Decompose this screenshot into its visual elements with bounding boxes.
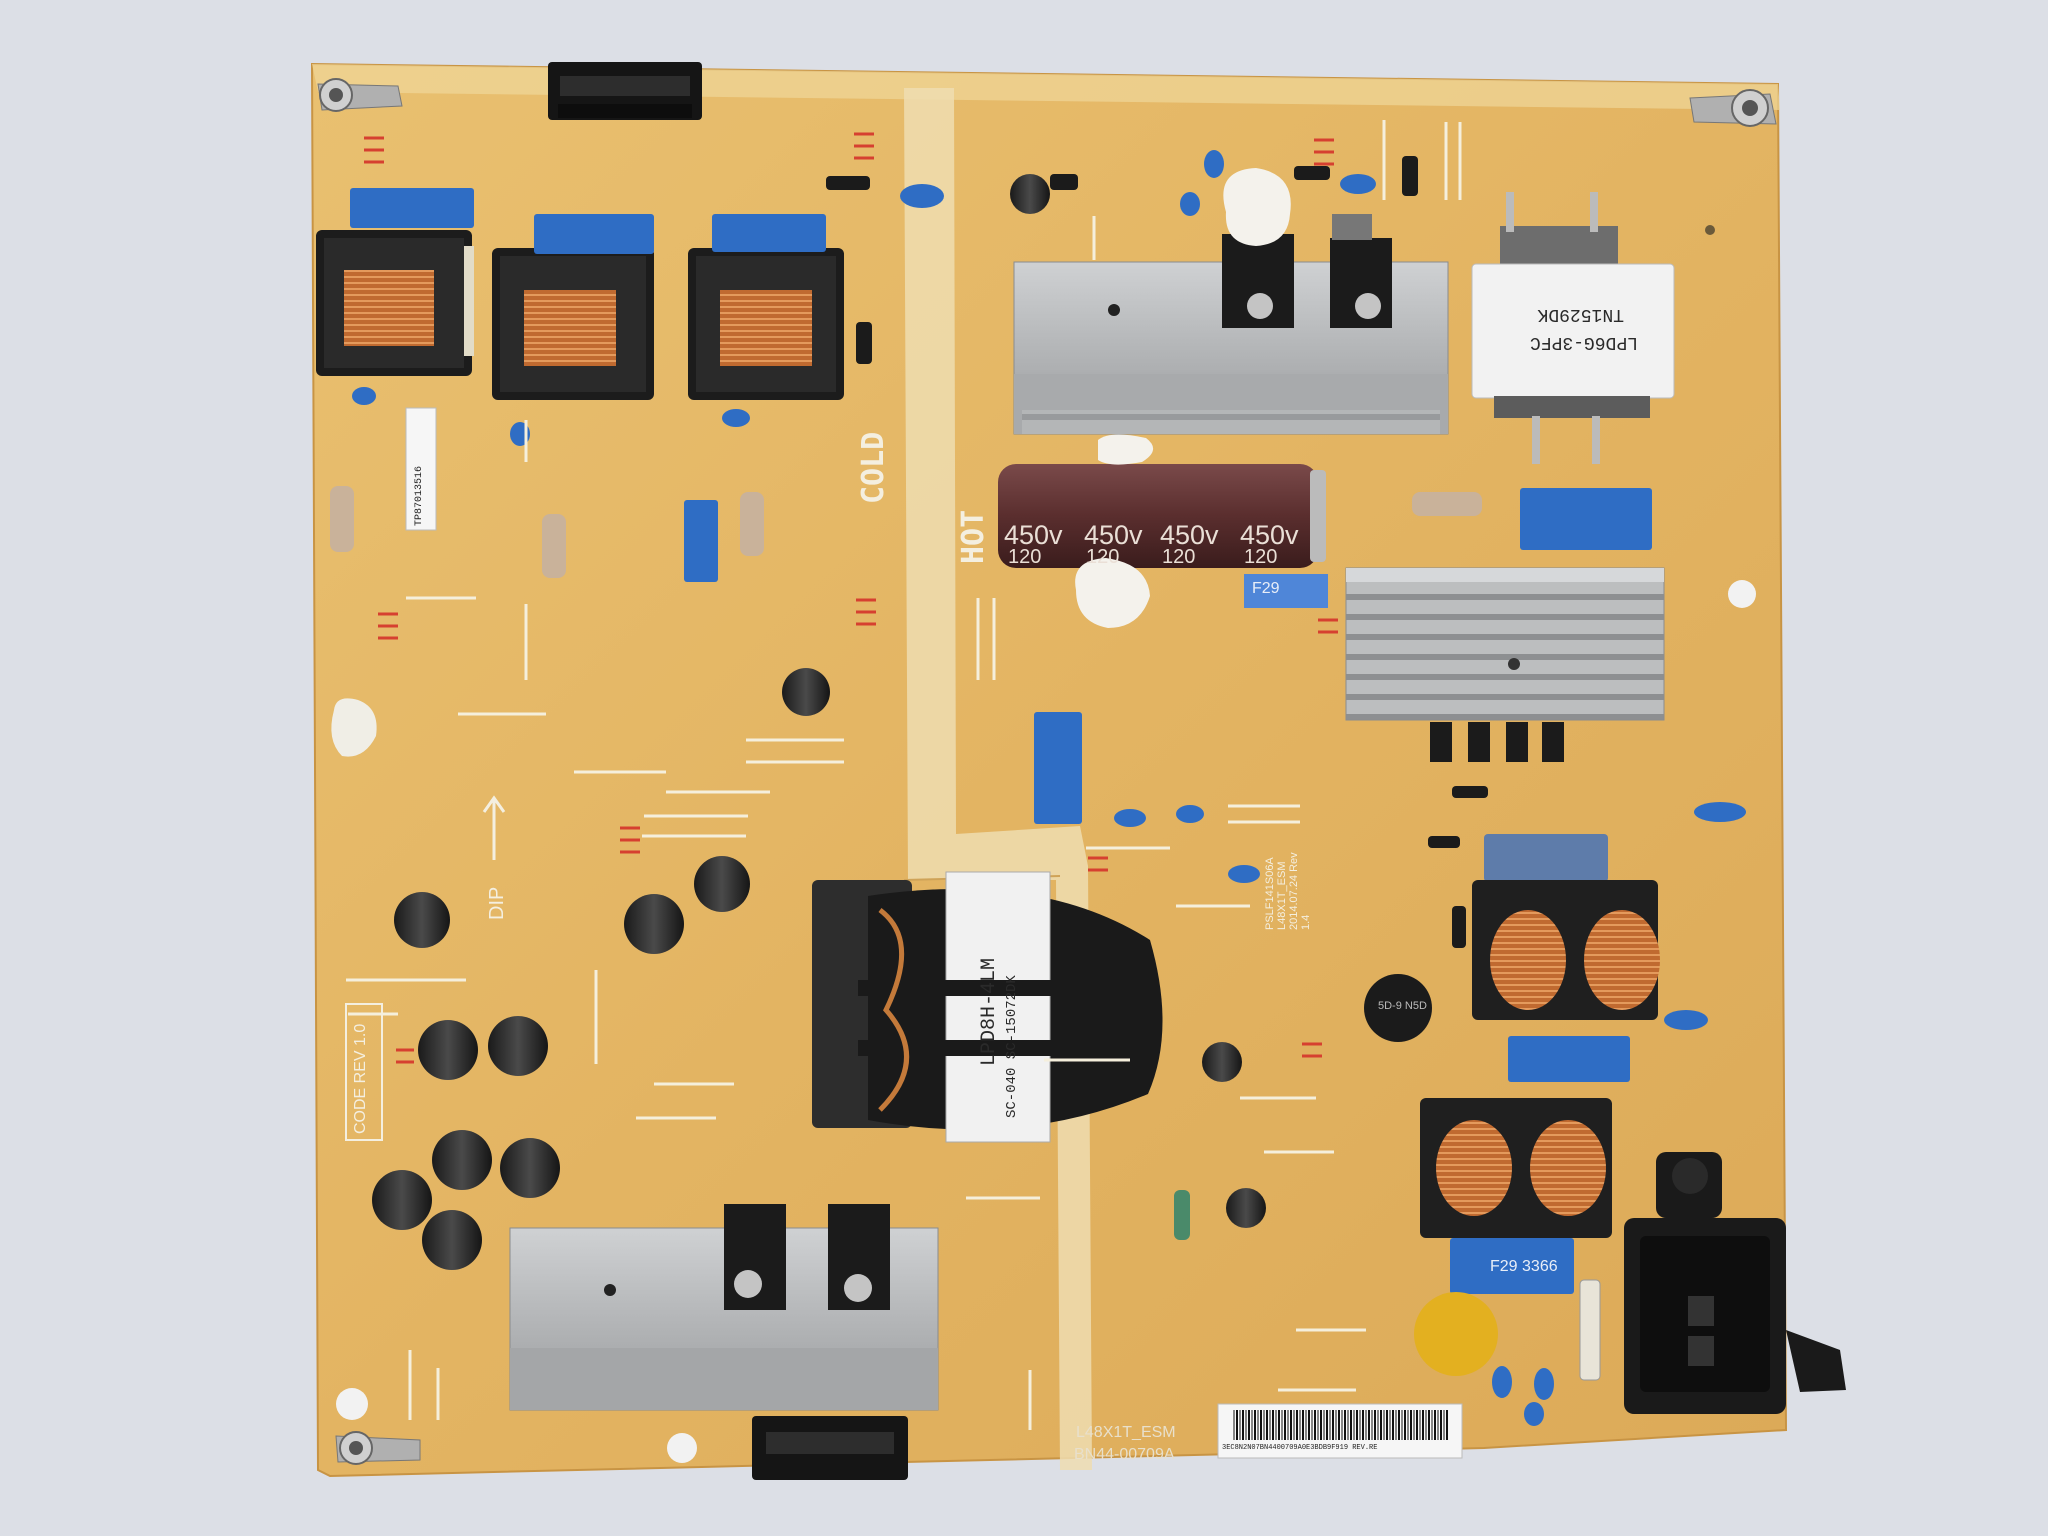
silicone-glue	[331, 698, 377, 757]
x-capacitor	[1484, 834, 1608, 882]
cap-voltage-4: 450v	[1240, 520, 1299, 550]
x-capacitor	[1450, 1238, 1574, 1294]
pfc-transformer	[1471, 192, 1675, 464]
film-capacitor	[1520, 488, 1652, 550]
transformer-3	[688, 248, 844, 400]
film-capacitor	[712, 214, 826, 252]
screw-hole	[1705, 225, 1715, 235]
x-capacitor	[1508, 1036, 1630, 1082]
cap-value-1: 120	[1008, 546, 1042, 568]
cap-voltage-2: 450v	[1084, 520, 1143, 550]
electrolytic-capacitors	[372, 174, 1266, 1270]
thermistor-label: 5D-9 N5D	[1378, 1000, 1427, 1012]
screw-hole	[1728, 580, 1756, 608]
isolation-slot	[904, 88, 1092, 1470]
common-mode-choke-lower	[1420, 1098, 1612, 1238]
fuse-label-upper-text: F29	[1252, 580, 1280, 597]
heatsink-bottom	[509, 1204, 939, 1411]
part-number-label: BN44-00709A	[1074, 1446, 1175, 1463]
ceramic-capacitors	[352, 150, 1746, 1426]
dip-arrow	[482, 795, 506, 860]
main-transformer-label: LPD8H-4LM	[978, 957, 1001, 1066]
transformer-2	[492, 248, 654, 400]
side-sticker-text: TP87013516	[414, 465, 425, 526]
main-transformer	[812, 871, 1163, 1143]
cold-label: COLD	[856, 431, 891, 504]
pfc-transformer-code: TN1529DK	[1537, 304, 1624, 324]
dip-label: DIP	[486, 886, 508, 920]
side-sticker	[405, 407, 437, 531]
diodes	[826, 156, 1488, 948]
model-block-label: PSLF141S06A L48X1T_ESM 2014.07.24 Rev 1.…	[1264, 852, 1312, 930]
ac-power-socket	[1624, 1152, 1846, 1414]
y-capacitor	[1414, 1292, 1498, 1376]
mounting-lug-bottom-left	[335, 1431, 421, 1465]
code-rev-box	[345, 1003, 383, 1141]
cap-voltage-3: 450v	[1160, 520, 1219, 550]
main-transformer-code: SC-040 SC-15072DK	[1004, 975, 1020, 1118]
fuse	[1579, 1279, 1601, 1381]
pfc-transformer-label: LPD6G-3PFC	[1529, 332, 1638, 352]
film-capacitor	[684, 500, 718, 582]
silkscreen-traces	[346, 120, 1462, 1430]
cap-voltage-1: 450v	[1004, 520, 1063, 550]
silicone-glue	[1075, 558, 1150, 628]
fuse-label-lower: F29 3366	[1490, 1258, 1558, 1275]
red-markings	[364, 132, 1338, 1064]
bulk-capacitor	[998, 464, 1326, 568]
barcode-sticker	[1217, 1403, 1463, 1459]
transformer-1	[316, 230, 474, 376]
resistors	[330, 486, 1482, 1240]
common-mode-choke-upper	[1472, 880, 1660, 1020]
cap-value-4: 120	[1244, 546, 1278, 568]
film-capacitor	[350, 188, 474, 228]
connector-bottom	[752, 1416, 908, 1480]
code-rev-label: CODE REV 1.0	[352, 1023, 369, 1134]
heatsink-middle	[1345, 567, 1665, 762]
cap-value-3: 120	[1162, 546, 1196, 568]
fuse-label-upper: F29	[1244, 574, 1328, 608]
silicone-glue	[1223, 168, 1291, 246]
connector-top	[548, 62, 702, 120]
model-label: L48X1T_ESM	[1076, 1424, 1176, 1441]
ntc-thermistor	[1364, 974, 1432, 1042]
silicone-glue	[1098, 434, 1154, 465]
screw-hole	[336, 1388, 368, 1420]
film-capacitor	[534, 214, 654, 254]
hot-label: HOT	[956, 509, 991, 564]
barcode-text: 3EC8N2N07BN4400709A0E3BDB9F919 REV.RE	[1222, 1444, 1378, 1452]
mounting-lug-top-right	[1689, 89, 1777, 127]
mosfet	[1222, 214, 1392, 328]
mounting-lug-top-left	[317, 78, 403, 112]
film-capacitor	[1034, 712, 1082, 824]
screw-hole	[667, 1433, 697, 1463]
cap-value-2: 120	[1086, 546, 1120, 568]
